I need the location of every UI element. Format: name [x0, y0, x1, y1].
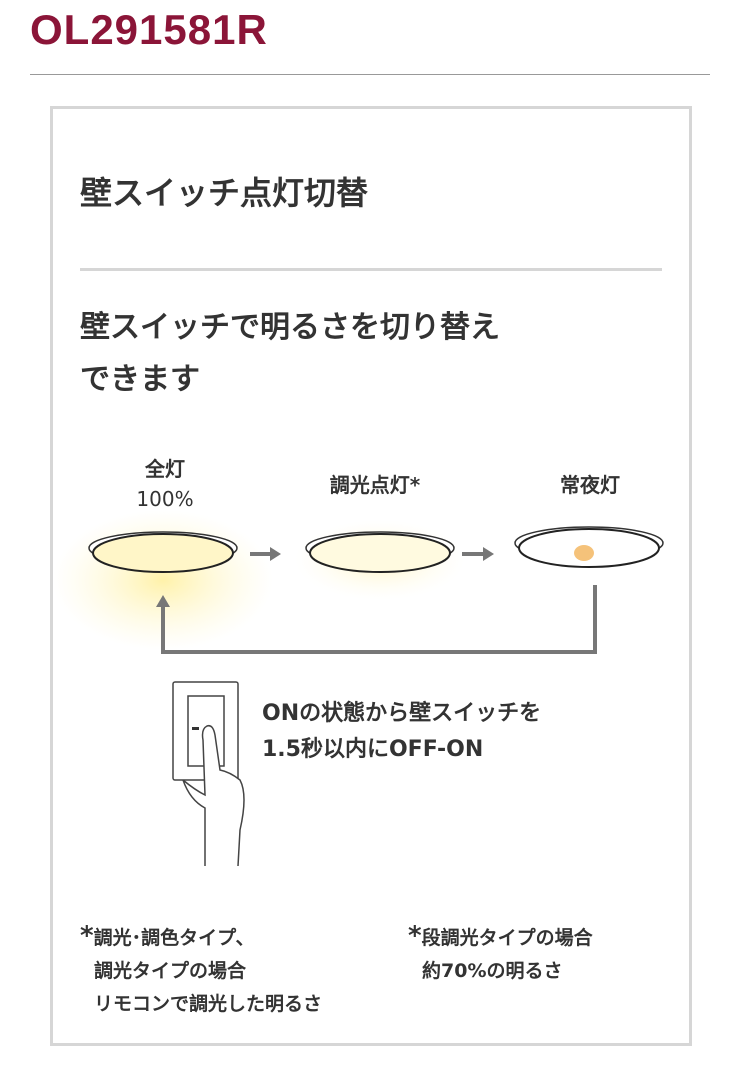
instruction-line: ONの状態から壁スイッチを [262, 701, 542, 726]
ceiling-light-night [514, 526, 664, 568]
mode-full-label: 全灯 100% [100, 454, 230, 514]
lead-line: 壁スイッチで明るさを切り替え [80, 310, 500, 345]
mode-night-label: 常夜灯 [560, 473, 620, 497]
arrow-icon [462, 547, 494, 561]
instruction-text: ONの状態から壁スイッチを 1.5秒以内にOFF-ON [262, 696, 541, 768]
feature-panel [50, 106, 692, 1046]
mode-percent: 100% [136, 487, 194, 511]
instruction-line: 1.5秒以内にOFF-ON [262, 737, 484, 762]
note-line: リモコンで調光した明るさ [94, 993, 323, 1015]
footnote-dimming: *調光･調色タイプ、 調光タイプの場合 リモコンで調光した明るさ [80, 920, 322, 1021]
arrow-icon [250, 547, 281, 561]
note-line: 調光･調色タイプ、 [93, 927, 255, 949]
nightlight-dot [574, 545, 594, 561]
mode-dim-label: 調光点灯* [329, 473, 421, 497]
ceiling-light-dim [305, 531, 455, 573]
wall-switch-hand-icon [172, 681, 245, 867]
note-line: 調光タイプの場合 [94, 960, 247, 982]
mode-label: 全灯 [145, 457, 185, 481]
asterisk: * [80, 921, 94, 951]
lead-text: 壁スイッチで明るさを切り替え できます [80, 302, 640, 406]
title-rule [30, 74, 710, 75]
return-arrow-icon [156, 585, 597, 654]
panel-divider [80, 268, 662, 271]
note-line: 段調光タイプの場合 [421, 927, 593, 949]
ceiling-light-full [88, 531, 238, 573]
footnote-step-dimming: *段調光タイプの場合 約70%の明るさ [408, 920, 593, 988]
asterisk: * [408, 921, 422, 951]
note-line: 約70%の明るさ [422, 960, 563, 982]
panel-heading: 壁スイッチ点灯切替 [80, 174, 369, 212]
lead-line: できます [80, 362, 200, 397]
model-number: OL291581R [30, 6, 268, 53]
